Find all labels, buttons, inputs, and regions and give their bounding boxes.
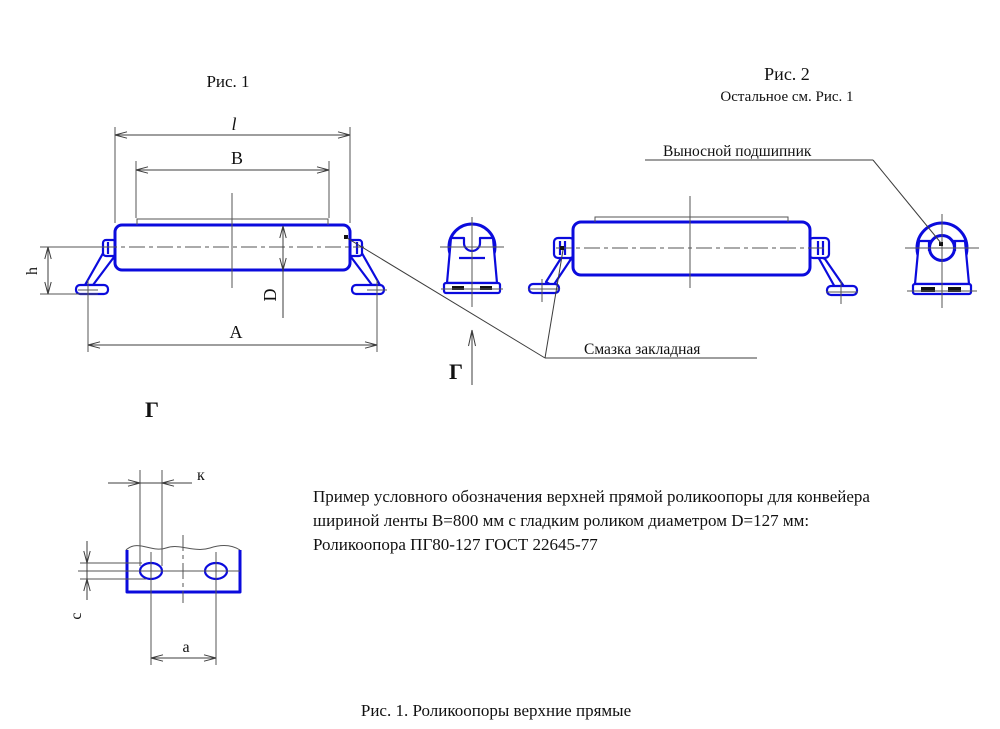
belt-strip — [594, 216, 789, 222]
dimension-a-label: а — [182, 639, 189, 656]
dimension-h-label: h — [24, 267, 41, 275]
dimension-k-label: к — [197, 467, 205, 484]
figure2-side-view — [527, 196, 859, 304]
dimension-B-label: B — [231, 148, 243, 168]
designation-line-1: Пример условного обозначения верхней пря… — [313, 487, 870, 506]
grease-callout-text: Смазка закладная — [584, 341, 700, 358]
bearing-callout: Выносной подшипник — [645, 143, 942, 244]
figure2-subtitle: Остальное см. Рис. 1 — [720, 89, 853, 105]
designation-line-3: Роликоопора ПГ80-127 ГОСТ 22645-77 — [313, 535, 598, 554]
designation-example: Пример условного обозначения верхней пря… — [313, 487, 870, 554]
grease-point-marker — [344, 235, 348, 239]
view-direction-arrow: Г — [449, 329, 476, 385]
bearing-point-marker — [939, 242, 943, 246]
dimension-l-label: l — [231, 114, 236, 134]
bracket-leg-left — [544, 253, 573, 288]
detail-view-title: Г — [145, 397, 159, 422]
figure1-side-view — [74, 193, 386, 296]
figure2-end-view — [905, 214, 979, 308]
grease-leader-line-1 — [346, 237, 546, 359]
figure2-title: Рис. 2 — [764, 64, 810, 84]
bearing-leader-line — [872, 159, 942, 244]
detail-view-G: к с а — [68, 467, 242, 665]
view-arrowhead — [468, 329, 476, 347]
figure1-end-view — [440, 217, 504, 307]
bracket-leg-right — [815, 253, 845, 291]
view-arrow-label: Г — [449, 359, 463, 384]
figure1-title: Рис. 1 — [206, 72, 249, 91]
grease-leader-line-2 — [544, 249, 564, 359]
bearing-callout-text: Выносной подшипник — [663, 143, 812, 160]
figure1-dimensions: l B h D A — [24, 114, 387, 352]
dimension-c-label: с — [68, 612, 85, 619]
bracket-foot-right — [825, 284, 859, 297]
designation-line-2: шириной ленты В=800 мм с гладким роликом… — [313, 511, 809, 530]
dimension-A-label: A — [230, 322, 243, 342]
grease-callout: Смазка закладная — [346, 237, 757, 359]
break-wavy-line — [125, 545, 241, 551]
grease-point-marker — [560, 246, 564, 250]
figure-caption: Рис. 1. Роликоопоры верхние прямые — [361, 701, 631, 720]
dimension-D-label: D — [260, 289, 280, 302]
